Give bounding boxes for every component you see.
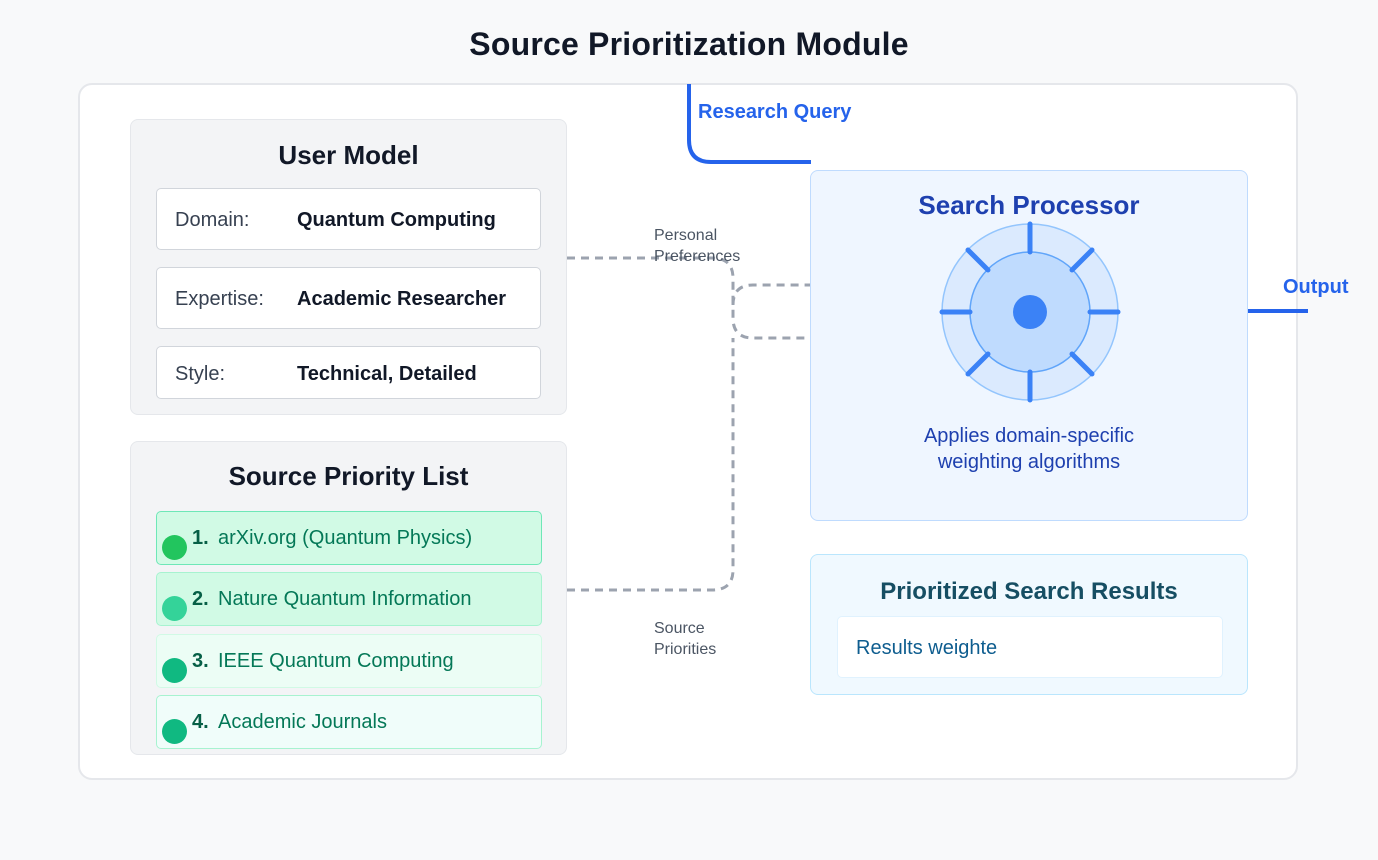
source-priority-title: Source Priority List <box>228 461 469 491</box>
expertise-label: Expertise: <box>175 288 264 310</box>
priority-rank: 2. <box>192 588 209 610</box>
output-label: Output <box>1283 276 1349 298</box>
priority-dot <box>162 719 187 744</box>
personal-preferences-line-2: Preferences <box>654 248 741 265</box>
priority-rank: 3. <box>192 650 209 672</box>
description-line-1: Applies domain-specific <box>923 425 1135 447</box>
priority-dot <box>162 596 187 621</box>
source-item-3: 3. IEEE Quantum Computing <box>156 634 542 688</box>
priority-rank: 4. <box>192 711 209 733</box>
personal-preferences-line-1: Personal <box>654 227 718 244</box>
description-line-2: weighting algorithms <box>937 451 1121 473</box>
priority-dot <box>162 658 187 683</box>
processor-gear-icon <box>939 221 1121 403</box>
preferences-connector-branch <box>731 283 811 306</box>
personal-preferences-label: Personal Preferences <box>654 225 740 267</box>
research-query-line <box>687 84 811 164</box>
style-value: Technical, Detailed <box>297 363 477 385</box>
search-processor-title: Search Processor <box>918 190 1140 220</box>
source-priority-panel: Source Priority List 1. arXiv.org (Quant… <box>130 441 567 755</box>
source-name: Nature Quantum Information <box>218 588 472 610</box>
expertise-value: Academic Researcher <box>297 288 507 310</box>
research-query-label: Research Query <box>698 101 852 123</box>
page-title: Source Prioritization Module <box>469 26 909 62</box>
style-label: Style: <box>175 363 226 385</box>
search-processor-panel: Search Processor Applies domain-specific… <box>810 170 1248 521</box>
gear-spokes <box>939 221 1121 403</box>
source-name: Academic Journals <box>218 711 387 733</box>
user-model-panel: User Model Domain: Quantum Computing Exp… <box>130 119 567 415</box>
priorities-connector <box>567 338 735 592</box>
preferences-connector <box>567 256 811 340</box>
source-name: arXiv.org (Quantum Physics) <box>218 527 473 549</box>
source-name: IEEE Quantum Computing <box>218 650 454 672</box>
domain-value: Quantum Computing <box>297 209 496 231</box>
user-model-title: User Model <box>278 140 419 170</box>
source-priorities-line-2: Priorities <box>654 641 717 658</box>
source-item-4: 4. Academic Journals <box>156 695 542 749</box>
prioritized-results-panel: Prioritized Search Results Results weigh… <box>810 554 1248 695</box>
expertise-field: Expertise: Academic Researcher <box>156 267 541 329</box>
search-processor-description: Applies domain-specific weighting algori… <box>811 423 1247 475</box>
source-item-1: 1. arXiv.org (Quantum Physics) <box>156 511 542 565</box>
source-priorities-line-1: Source <box>654 620 705 637</box>
gear-hub <box>1013 295 1047 329</box>
source-priorities-label: Source Priorities <box>654 618 716 660</box>
style-field: Style: Technical, Detailed <box>156 346 541 399</box>
domain-label: Domain: <box>175 209 250 231</box>
priority-rank: 1. <box>192 527 209 549</box>
source-item-2: 2. Nature Quantum Information <box>156 572 542 626</box>
domain-field: Domain: Quantum Computing <box>156 188 541 250</box>
priority-dot <box>162 535 187 560</box>
results-text: Results weighte <box>856 637 998 659</box>
results-title: Prioritized Search Results <box>880 578 1178 605</box>
results-box: Results weighte <box>837 616 1223 678</box>
